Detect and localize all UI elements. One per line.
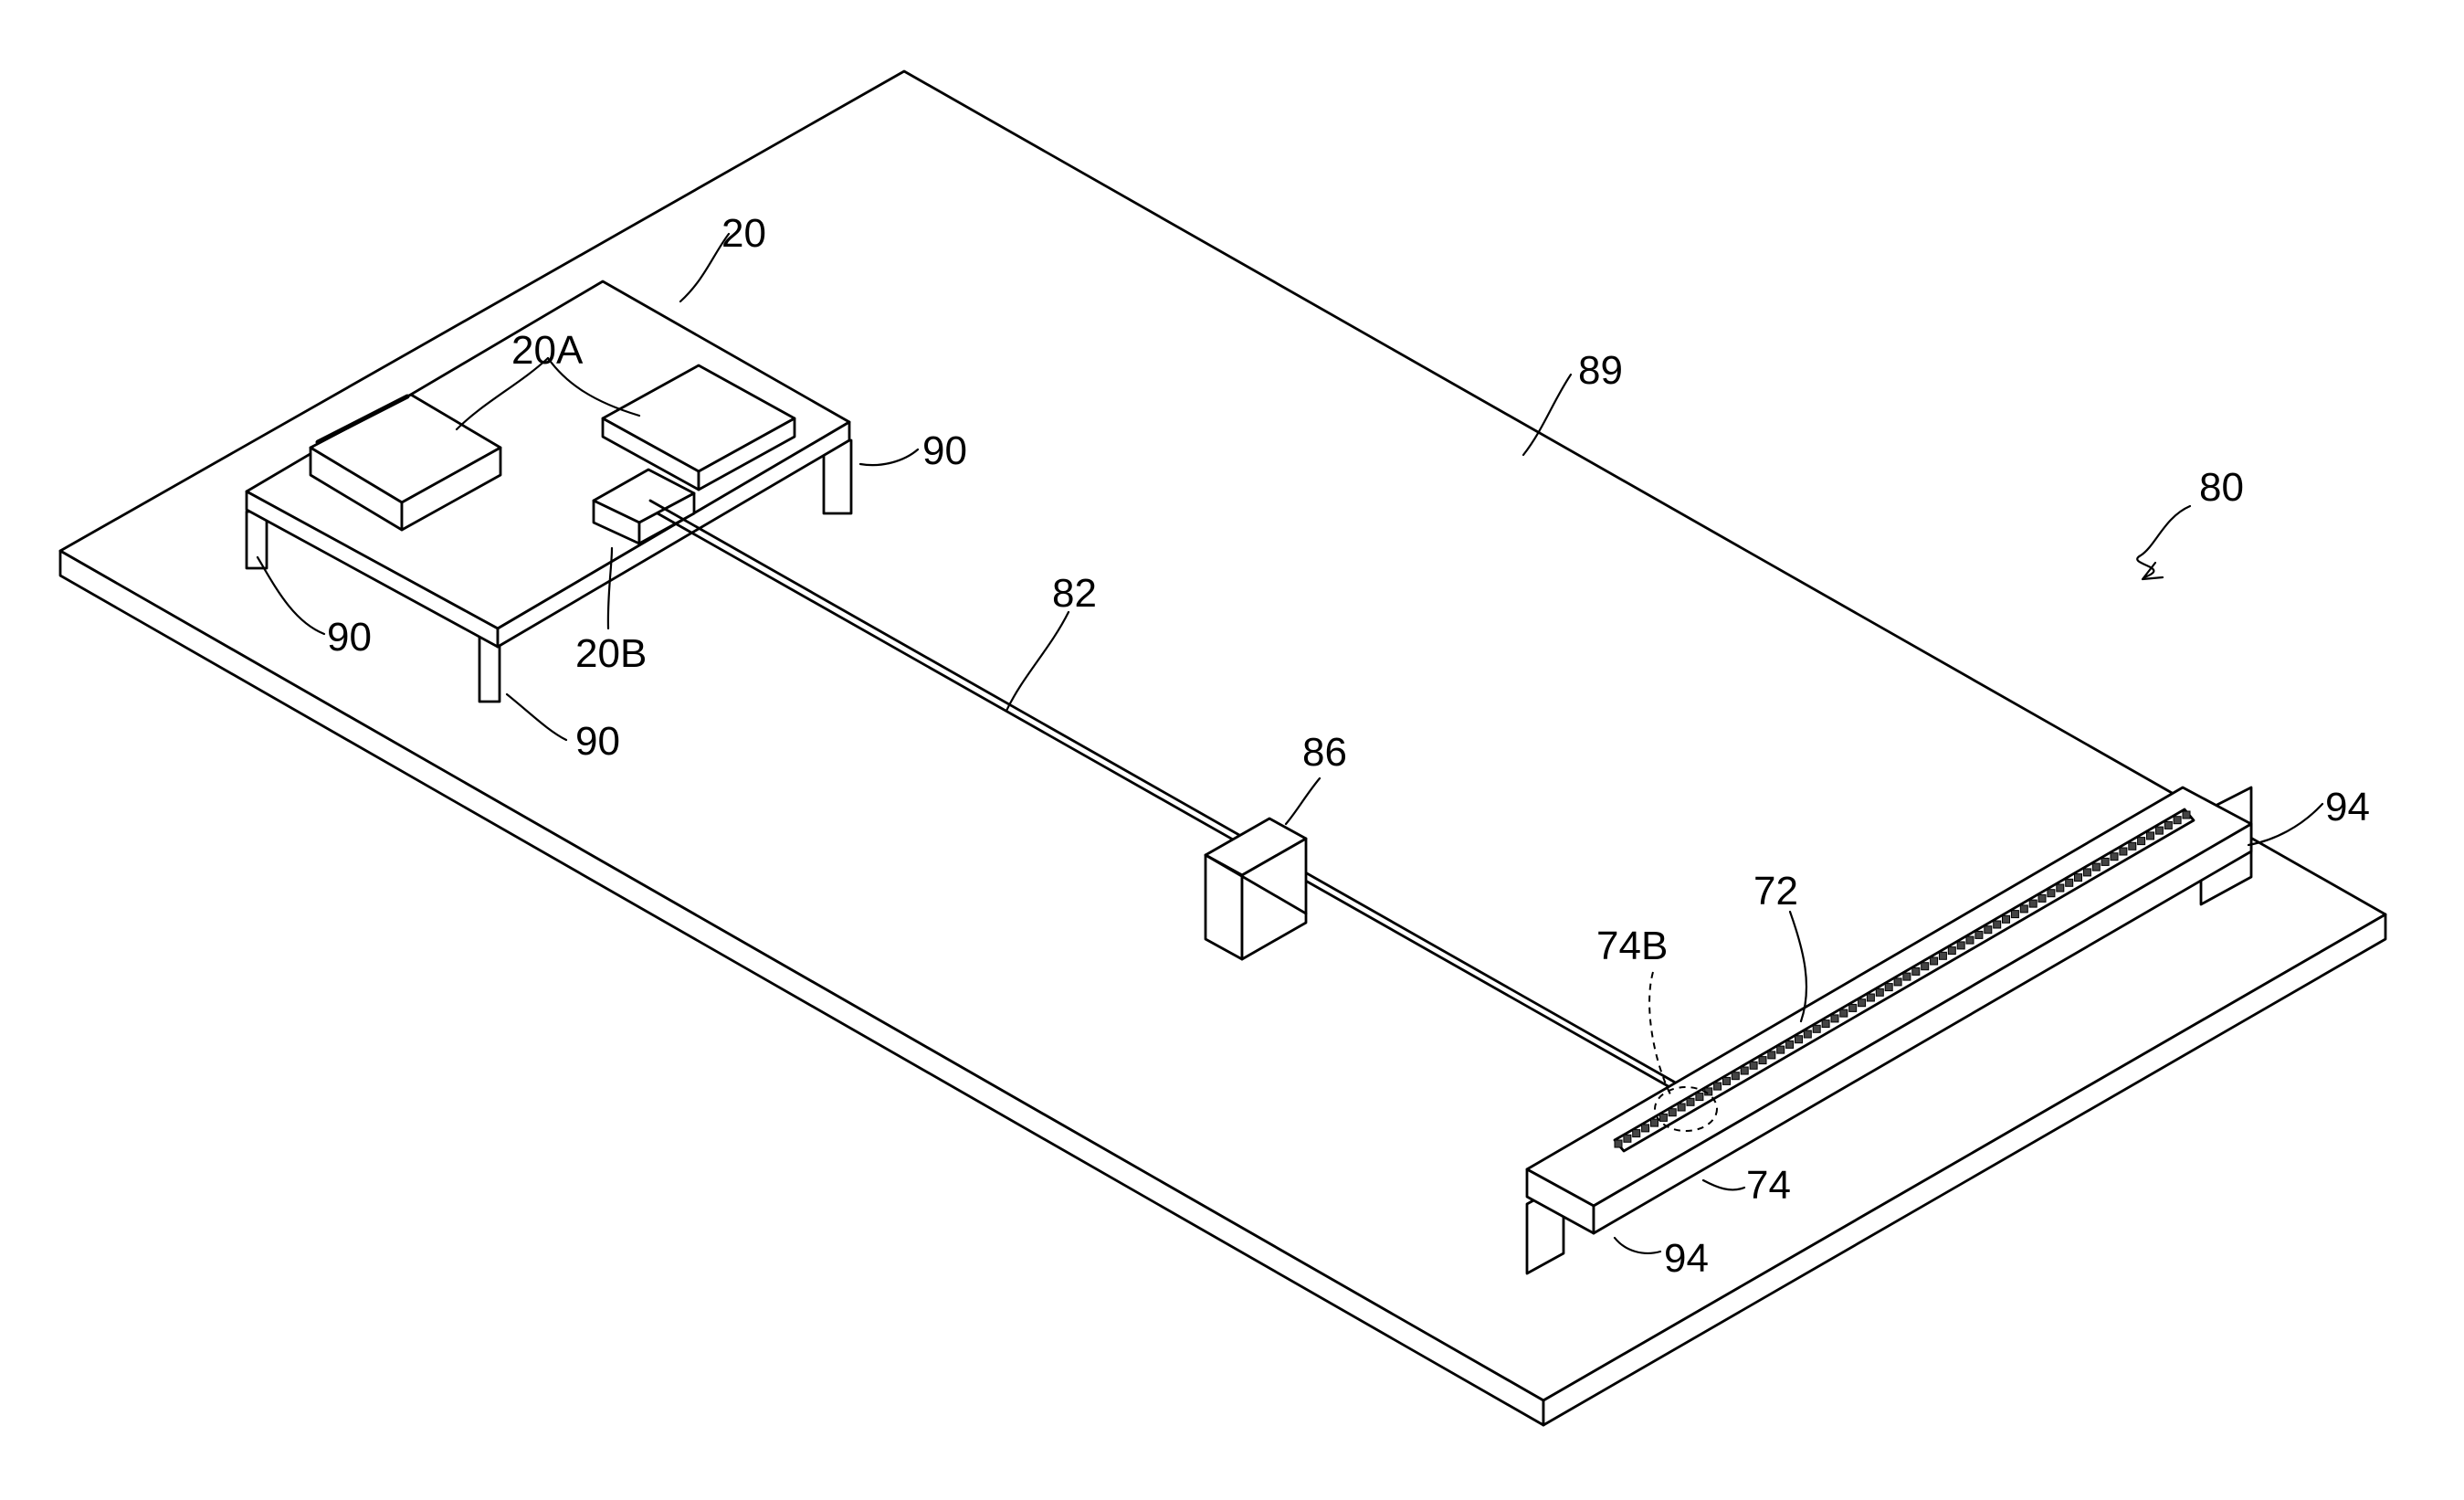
emitter-cell — [1966, 936, 1974, 944]
emitter-cell — [2174, 817, 2181, 824]
label-20A: 20A — [511, 328, 584, 373]
emitter-cell — [1975, 931, 1983, 938]
emitter-cell — [2101, 858, 2109, 865]
emitter-cell — [1669, 1109, 1676, 1116]
emitter-cell — [2129, 842, 2136, 850]
emitter-cell — [1741, 1067, 1748, 1074]
emitter-cell — [2083, 869, 2090, 876]
label-94-right: 94 — [2325, 785, 2370, 829]
emitter-cell — [2120, 848, 2127, 855]
emitter-cell — [2011, 911, 2018, 918]
label-90-right: 90 — [922, 428, 967, 473]
emitter-cell — [1642, 1125, 1649, 1132]
label-74: 74 — [1746, 1163, 1791, 1208]
label-80: 80 — [2199, 465, 2244, 510]
emitter-cell — [1867, 994, 1874, 1001]
emitter-cell — [1813, 1025, 1820, 1032]
emitter-cell — [2138, 838, 2145, 845]
emitter-cell — [1859, 999, 1866, 1007]
emitter-cell — [1659, 1114, 1667, 1121]
emitter-cell — [1849, 1004, 1857, 1011]
emitter-cell — [1624, 1135, 1631, 1142]
emitter-cell — [1777, 1046, 1785, 1053]
emitter-cell — [1786, 1040, 1794, 1048]
assembly-arrow — [2137, 506, 2190, 579]
label-86: 86 — [1302, 730, 1347, 775]
emitter-cell — [1840, 1009, 1848, 1017]
emitter-cell — [1939, 952, 1946, 959]
emitter-cell — [1804, 1030, 1811, 1038]
emitter-cell — [1651, 1119, 1658, 1126]
emitter-cell — [2183, 811, 2190, 819]
emitter-cell — [1894, 978, 1901, 986]
label-89: 89 — [1578, 348, 1623, 393]
emitter-cell — [1678, 1104, 1685, 1111]
emitter-cell — [1957, 942, 1964, 949]
emitter-cell — [1723, 1077, 1731, 1084]
emitter-cell — [1696, 1093, 1703, 1101]
emitter-cell — [1768, 1051, 1775, 1059]
emitter-cell — [1714, 1083, 1722, 1090]
emitter-cell — [1633, 1130, 1640, 1137]
emitter-cell — [2066, 879, 2073, 886]
base-plate — [60, 71, 2385, 1425]
emitter-cell — [2057, 884, 2064, 892]
label-90-front: 90 — [575, 719, 620, 764]
emitter-cell — [2075, 874, 2082, 882]
emitter-cell — [1759, 1057, 1766, 1064]
emitter-cell — [2029, 900, 2037, 907]
emitter-cell — [2048, 890, 2055, 897]
emitter-cell — [1885, 984, 1892, 991]
emitter-cell — [2147, 832, 2154, 840]
emitter-cell — [2038, 894, 2046, 902]
emitter-cell — [1903, 973, 1911, 980]
emitter-cell — [1994, 921, 2001, 928]
emitter-cell — [1615, 1140, 1622, 1147]
label-72: 72 — [1753, 869, 1798, 914]
emitter-cell — [2111, 853, 2118, 861]
emitter-cell — [1931, 957, 1938, 965]
emitter-cell — [1948, 947, 1955, 955]
label-82: 82 — [1052, 571, 1097, 616]
emitter-cell — [1822, 1020, 1829, 1028]
emitter-cell — [2164, 821, 2172, 829]
label-20B: 20B — [575, 631, 647, 676]
emitter-cell — [1922, 963, 1929, 970]
emitter-cell — [1732, 1072, 1739, 1080]
emitter-cell — [1687, 1098, 1694, 1105]
label-74B: 74B — [1596, 924, 1668, 968]
emitter-cell — [2003, 915, 2010, 923]
label-20: 20 — [721, 211, 766, 256]
emitter-cell — [2155, 827, 2163, 834]
label-94-front: 94 — [1664, 1236, 1709, 1281]
emitter-cell — [1795, 1036, 1803, 1043]
emitter-cell — [1750, 1062, 1757, 1069]
emitter-cell — [1912, 967, 1920, 975]
emitter-cell — [2092, 863, 2100, 871]
label-90-left: 90 — [327, 615, 372, 660]
emitter-cell — [2020, 905, 2027, 913]
emitter-cell — [1831, 1015, 1838, 1022]
emitter-cell — [1985, 926, 1992, 934]
emitter-cell — [1876, 988, 1883, 996]
